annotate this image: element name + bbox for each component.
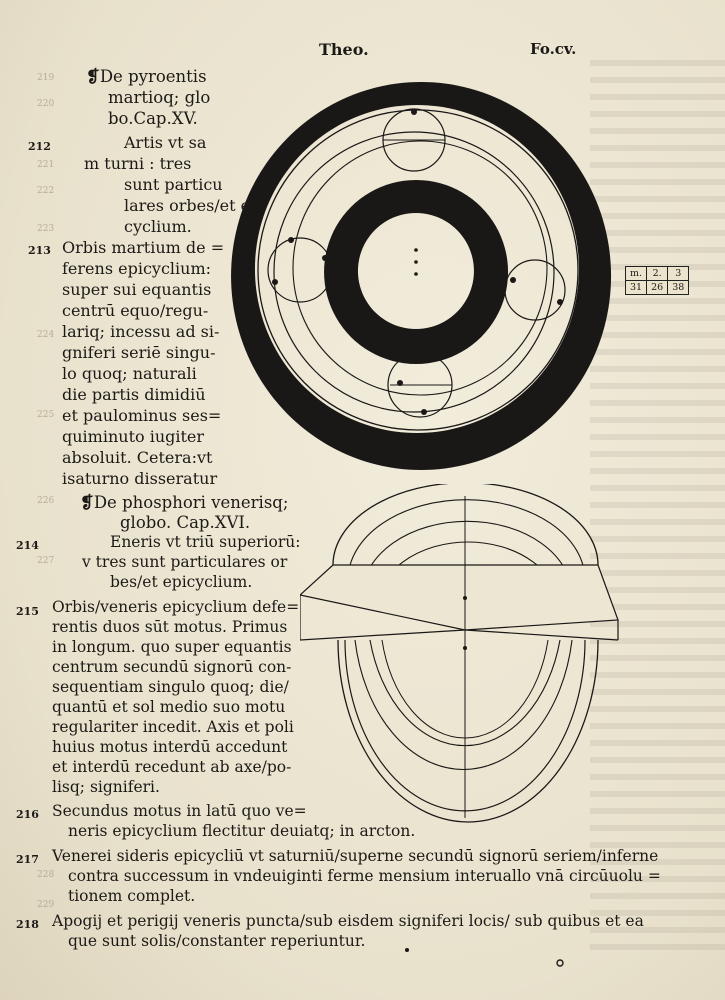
body-line: centrū equo/regu- [62,301,209,320]
body-line: lariq; incessu ad si- [62,322,220,341]
margin-table: m. 2. 3 31 26 38 [624,266,690,295]
body-line: ferens epicyclium: [62,259,211,278]
body-line: die partis dimidiū [62,385,206,404]
ghost-number: 228 [37,870,55,880]
body-line: huius motus interdū accedunt [52,738,288,756]
body-line: tionem complet. [68,887,196,905]
table-row: 31 26 38 [624,280,690,295]
body-line: Secundus motus in latū quo ve= [52,802,307,820]
ghost-number: 223 [37,224,55,234]
table-cell: 2. [646,266,669,281]
body-line: absoluit. Cetera:vt [62,448,213,467]
body-line: Orbis/veneris epicyclium defe= [52,598,300,616]
ghost-number: 227 [37,556,55,566]
body-line: quantū et sol medio suo motu [52,698,286,716]
body-line: rentis duos sūt motus. Primus [52,618,288,636]
margin-number: 216 [16,808,39,821]
margin-number: 213 [28,244,51,257]
ghost-number: 224 [37,330,55,340]
body-line: bes/et epicyclium. [110,573,253,591]
body-line: super sui equantis [62,280,212,299]
body-line: in longum. quo super equantis [52,638,292,656]
chapter-heading: globo. Cap.XVI. [120,513,251,532]
table-cell: 31 [624,280,648,295]
body-line: Artis vt sa [124,133,207,152]
body-line: regulariter incedit. Axis et poli [52,718,294,736]
body-line: v tres sunt particulares or [82,553,288,571]
venus-orb-diagram-icon [300,484,619,823]
chapter-heading: ❡De phosphori venerisq; [80,493,289,512]
ink-mark [405,948,564,967]
body-line: sequentiam singulo quoq; die/ [52,678,289,696]
body-line: lisq; signiferi. [52,778,160,796]
body-line: et paulominus ses= [62,406,222,425]
running-title: Theo. [319,40,369,59]
table-row: m. 2. 3 [624,266,690,281]
ghost-number: 225 [37,410,55,420]
mars-orb-diagram-icon [231,82,612,470]
pilcrow-icon: ❡ [80,493,94,512]
body-line: Eneris vt triū superiorū: [110,533,301,551]
body-line: gniferi seriē singu- [62,343,216,362]
body-line: neris epicyclium flectitur deuiatq; in a… [68,822,416,840]
body-line: quiminuto iugiter [62,427,205,446]
pilcrow-icon: ❡ [86,67,100,86]
body-line: centrum secundū signorū con- [52,658,292,676]
body-line: Apogij et perigij veneris puncta/sub eis… [52,912,644,930]
body-line: et interdū recedunt ab axe/po- [52,758,292,776]
margin-number: 215 [16,605,39,618]
table-cell: 38 [667,280,690,295]
body-line: m turni : tres [84,154,192,173]
margin-number: 212 [28,140,51,153]
chapter-heading: bo.Cap.XV. [108,109,198,128]
body-line: Orbis martium de = [62,238,225,257]
table-cell: 3 [667,266,690,281]
body-line: lo quoq; naturali [62,364,197,383]
ghost-number: 219 [37,73,55,83]
body-line: que sunt solis/constanter reperiuntur. [68,932,366,950]
folio-number: Fo.cv. [530,40,577,58]
margin-number: 214 [16,539,39,552]
body-line: sunt particu [124,175,223,194]
margin-number: 218 [16,918,39,931]
chapter-heading: ❡De pyroentis [86,67,207,86]
body-line: isaturno disseratur [62,469,218,488]
body-line: cyclium. [124,217,192,236]
bleed-through-text [590,60,725,960]
ghost-number: 226 [37,496,55,506]
ghost-number: 221 [37,160,55,170]
body-line: contra successum in vndeuiginti ferme me… [68,867,661,885]
body-line: Venerei sideris epicycliū vt saturniū/su… [52,847,659,865]
table-cell: m. [624,266,648,281]
ghost-number: 222 [37,186,55,196]
table-cell: 26 [646,280,669,295]
ghost-number: 229 [37,900,55,910]
ghost-number: 220 [37,99,55,109]
chapter-heading: martioq; glo [108,88,211,107]
margin-number: 217 [16,853,39,866]
body-line: lares orbes/et epi [124,196,266,215]
